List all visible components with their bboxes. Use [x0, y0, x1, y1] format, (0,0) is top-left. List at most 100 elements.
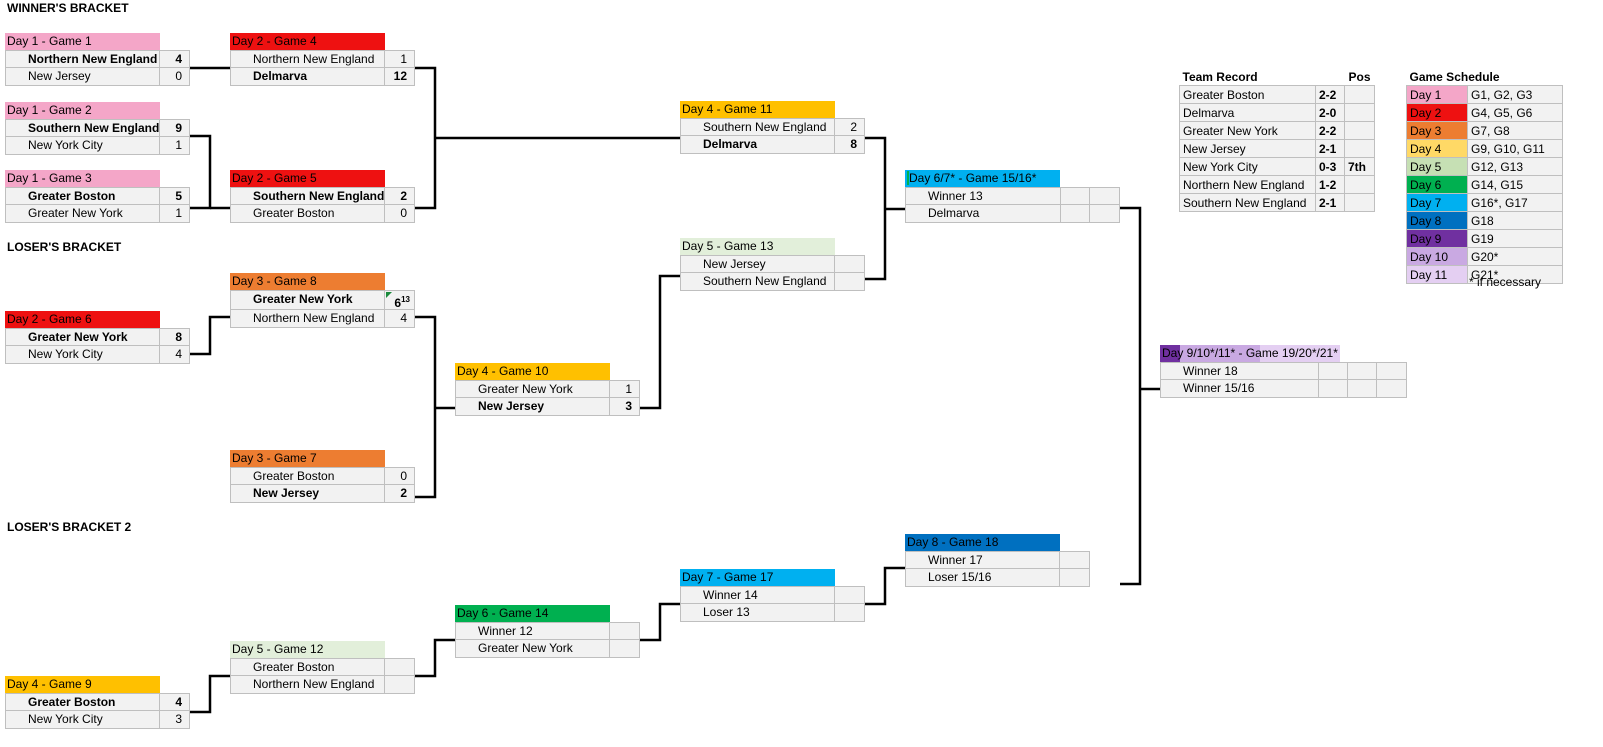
game-header: Day 6/7* - Game 15/16* — [905, 170, 1060, 187]
team-score — [1319, 363, 1348, 379]
record-column-header — [1316, 68, 1345, 86]
schedule-day: Day 3 — [1406, 121, 1468, 140]
team-position — [1344, 85, 1375, 104]
game-header: Day 8 - Game 18 — [905, 534, 1060, 551]
schedule-day: Day 11 — [1406, 265, 1468, 284]
team-score: 1 — [400, 52, 407, 66]
team-name: New Jersey — [6, 68, 160, 85]
schedule-games: G16*, G17 — [1467, 193, 1563, 212]
team-row: Southern New England — [680, 273, 865, 291]
schedule-day: Day 4 — [1406, 139, 1468, 158]
team-row: Southern New England 2 — [680, 118, 865, 136]
losers-bracket-2-title: LOSER'S BRACKET 2 — [7, 520, 132, 534]
team-name: New Jersey — [231, 485, 385, 502]
team-score — [835, 256, 864, 272]
team-position — [1344, 103, 1375, 122]
schedule-games: G7, G8 — [1467, 121, 1563, 140]
team-name: Northern New England — [1179, 175, 1316, 194]
team-name: Winner 15/16 — [1161, 380, 1319, 397]
game-14: Day 6 - Game 14 Winner 12 Greater New Yo… — [455, 605, 640, 658]
team-name: Southern New England — [231, 188, 385, 204]
schedule-day: Day 9 — [1406, 229, 1468, 248]
game-header: Day 2 - Game 5 — [230, 170, 385, 187]
team-name: Northern New England — [231, 676, 385, 693]
team-name: Northern New England — [231, 310, 385, 327]
team-score: 5 — [175, 189, 182, 203]
game-12: Day 5 - Game 12 Greater Boston Northern … — [230, 641, 415, 694]
team-name: Winner 13 — [906, 188, 1061, 204]
team-record-value: 0-3 — [1315, 157, 1345, 176]
game-header: Day 4 - Game 9 — [5, 676, 160, 693]
losers-bracket-title: LOSER'S BRACKET — [7, 240, 122, 254]
game-schedule-header: Game Schedule — [1407, 68, 1563, 86]
team-position — [1344, 175, 1375, 194]
team-name: Greater Boston — [6, 188, 160, 204]
team-score — [835, 273, 864, 290]
team-row: Delmarva — [905, 205, 1120, 223]
team-score: 0 — [400, 206, 407, 220]
schedule-day: Day 5 — [1406, 157, 1468, 176]
schedule-day: Day 2 — [1406, 103, 1468, 122]
schedule-footnote: * if necessary — [1469, 275, 1542, 289]
team-position: 7th — [1344, 157, 1375, 176]
team-row: Loser 15/16 — [905, 569, 1090, 587]
team-position — [1344, 121, 1375, 140]
day-color-split — [907, 171, 909, 185]
team-name: New Jersey — [456, 398, 610, 415]
team-score: 2 — [400, 486, 407, 500]
team-name: Greater New York — [231, 291, 385, 309]
team-record-header: Team Record Pos — [1180, 68, 1375, 86]
team-score: 2 — [850, 120, 857, 134]
schedule-games: G21* — [1467, 265, 1563, 284]
team-score — [835, 587, 864, 603]
team-name: Southern New England — [681, 273, 835, 290]
team-score: 2 — [400, 189, 407, 203]
team-name: New Jersey — [681, 256, 835, 272]
game-header: Day 1 - Game 2 — [5, 102, 160, 119]
score-superscript: 13 — [401, 295, 410, 304]
team-row: New Jersey 2 — [230, 485, 415, 503]
game-13: Day 5 - Game 13 New Jersey Southern New … — [680, 238, 865, 291]
schedule-games: G9, G10, G11 — [1467, 139, 1563, 158]
team-name: Southern New England — [1179, 193, 1316, 212]
schedule-games: G1, G2, G3 — [1467, 85, 1563, 104]
team-name: Delmarva — [681, 136, 835, 153]
team-row: Greater New York — [455, 640, 640, 658]
team-name: Greater New York — [1179, 121, 1316, 140]
team-score — [1348, 380, 1377, 397]
team-record-value: 2-2 — [1315, 85, 1345, 104]
team-row: Winner 15/16 — [1160, 380, 1407, 398]
schedule-games: G18 — [1467, 211, 1563, 230]
team-record-value: 2-1 — [1315, 139, 1345, 158]
game-header: Day 1 - Game 1 — [5, 33, 160, 50]
team-score — [1377, 363, 1406, 379]
team-name: Delmarva — [906, 205, 1061, 222]
game-header: Day 5 - Game 12 — [230, 641, 385, 658]
team-record-value: 2-2 — [1315, 121, 1345, 140]
game-header: Day 3 - Game 7 — [230, 450, 385, 467]
team-score — [835, 604, 864, 621]
team-score — [1060, 552, 1089, 568]
team-row: Winner 14 — [680, 586, 865, 604]
team-name: Southern New England — [681, 119, 835, 135]
pos-column-header: Pos — [1348, 69, 1371, 84]
